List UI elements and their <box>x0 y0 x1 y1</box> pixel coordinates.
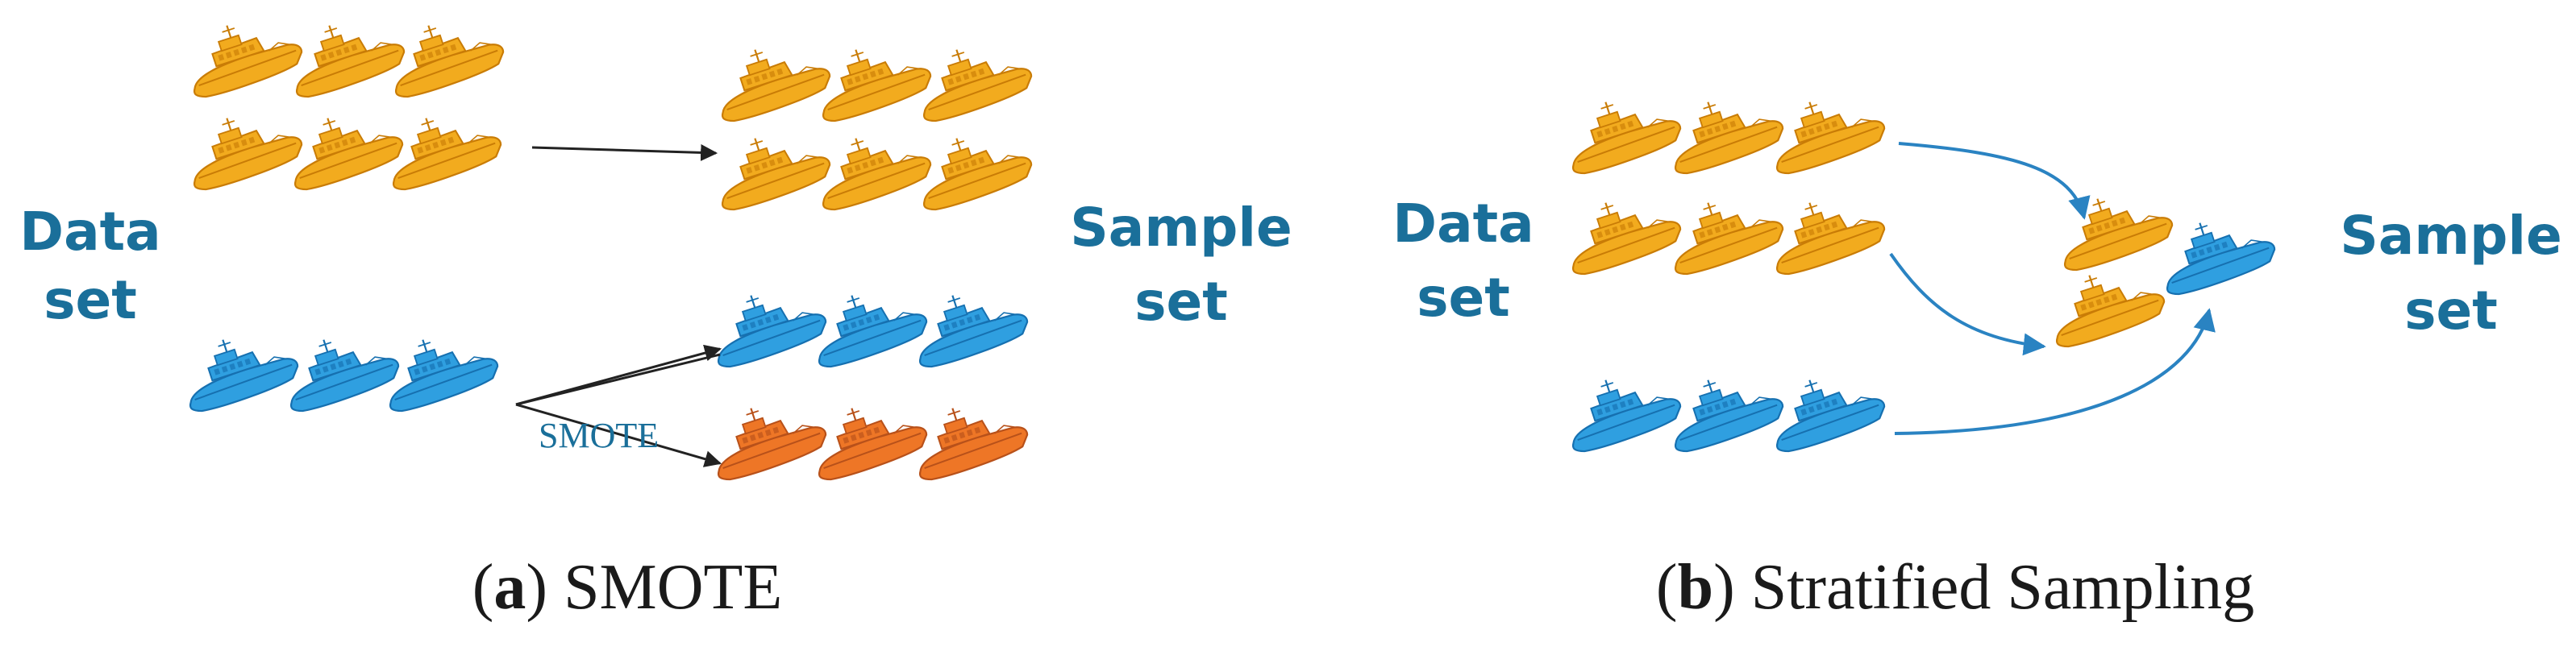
ship-icon <box>717 295 827 368</box>
ship-icon <box>1775 379 1886 453</box>
ship-icon <box>721 138 831 211</box>
panel-b-data-label: Data <box>1392 193 1534 255</box>
caption-a-letter: a <box>493 552 526 623</box>
panel-a-sample-set-label: set <box>1134 271 1228 333</box>
ship-icon <box>389 339 499 413</box>
arrow-icon <box>1898 142 2091 220</box>
arrow-icon <box>1894 308 2216 435</box>
ship-icon <box>721 49 831 122</box>
panel-b-sample-label: Sample <box>2340 205 2561 267</box>
ship-icon <box>918 295 1029 368</box>
ship-icon <box>2166 222 2276 296</box>
ship-icon <box>1674 102 1784 175</box>
caption-a-text: SMOTE <box>564 552 782 623</box>
ship-icon <box>822 49 932 122</box>
ship-icon <box>293 118 404 191</box>
ship-icon <box>822 138 932 211</box>
ship-icon <box>289 339 400 413</box>
arrow-icon <box>531 143 718 161</box>
ship-icon <box>1571 202 1682 276</box>
caption-b: (b) Stratified Sampling <box>1656 552 2254 623</box>
ship-icon <box>2063 198 2174 272</box>
ship-icon <box>1674 202 1784 276</box>
ship-icon <box>2055 275 2166 348</box>
ship-icon <box>818 408 928 481</box>
ship-icon <box>295 25 406 98</box>
panel-a-majority-sample-ships <box>721 49 1033 211</box>
panel-b-sample-set-label: set <box>2404 280 2498 342</box>
panel-a-sample-label: Sample <box>1070 197 1292 259</box>
panel-b-majority-data-ships <box>1571 102 1886 276</box>
panel-a-data-label: Data <box>19 201 160 263</box>
ship-icon <box>193 118 303 191</box>
ship-icon <box>717 408 827 481</box>
ship-icon <box>818 295 928 368</box>
panel-b-set-label: set <box>1417 267 1510 329</box>
smote-arrow-label: SMOTE <box>539 416 659 455</box>
ship-icon <box>1674 379 1784 453</box>
panel-a-minority-sample-ships <box>717 295 1029 368</box>
ship-icon <box>922 138 1033 211</box>
ship-icon <box>922 49 1033 122</box>
caption-b-text: Stratified Sampling <box>1751 552 2254 623</box>
panel-a-synthetic-ships <box>717 408 1029 481</box>
arrow-icon <box>1889 252 2046 356</box>
ship-icon <box>189 339 299 413</box>
panel-a-majority-data-ships <box>193 25 505 191</box>
arrow-icon <box>515 353 721 406</box>
arrow-icon <box>515 403 722 467</box>
ship-icon <box>918 408 1029 481</box>
ship-icon <box>1571 102 1682 175</box>
ship-icon <box>1571 379 1682 453</box>
ship-icon <box>193 25 303 98</box>
caption-a: (a) SMOTE <box>472 552 782 623</box>
caption-b-letter: b <box>1678 552 1714 623</box>
ship-icon <box>394 25 505 98</box>
panel-a-minority-data-ships <box>189 339 499 413</box>
panel-b-minority-data-ships <box>1571 379 1886 453</box>
ship-icon <box>1775 202 1886 276</box>
ship-icon <box>392 118 502 191</box>
panel-b-sample-ships <box>2055 198 2276 348</box>
panel-a-set-label: set <box>44 269 137 331</box>
ship-icon <box>1775 102 1886 175</box>
